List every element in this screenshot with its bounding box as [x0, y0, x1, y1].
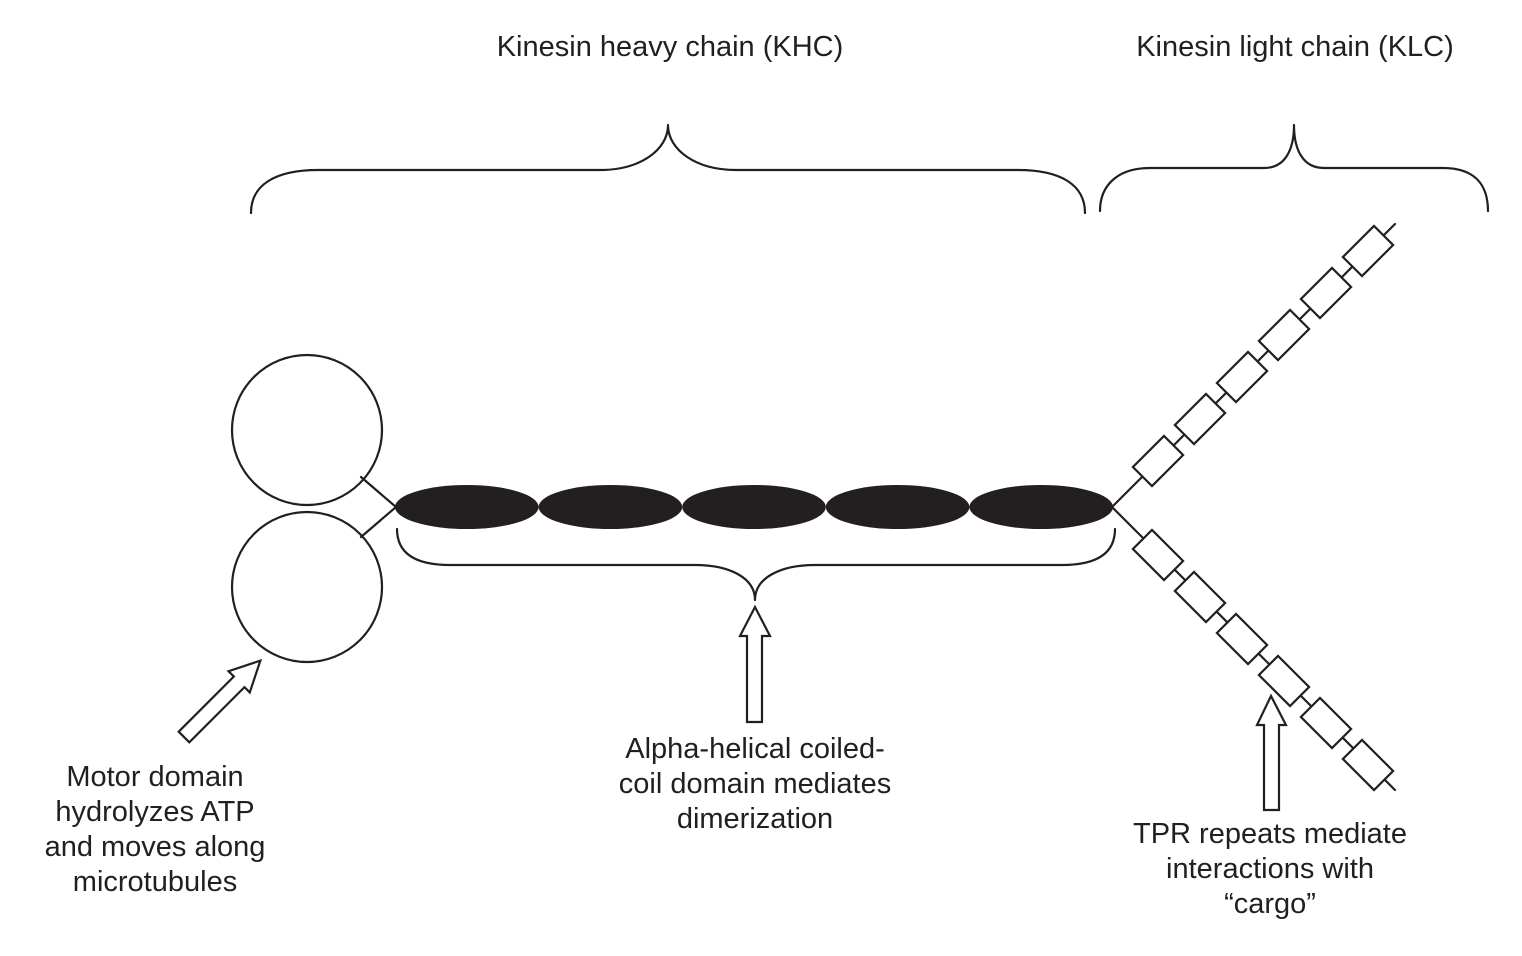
coiled-coil-domain — [395, 485, 1113, 529]
coiled-coil-segment — [682, 485, 826, 529]
tpr-repeat-lower — [1131, 528, 1185, 582]
annotation-line: and moves along — [44, 831, 266, 863]
coiled-coil-segment — [395, 485, 539, 529]
light-chain-title: Kinesin light chain (KLC) — [1136, 31, 1454, 63]
tpr-repeat-upper — [1257, 308, 1311, 362]
motor-head-lower — [230, 510, 384, 664]
tpr-repeat-upper — [1131, 434, 1185, 488]
tpr-repeat-upper — [1341, 224, 1395, 278]
tpr-repeat-lower — [1215, 612, 1269, 666]
tpr-repeat-upper — [1299, 266, 1353, 320]
coiled-coil-annotation: Alpha-helical coiled- coil domain mediat… — [580, 732, 930, 837]
tpr-repeat-upper — [1173, 392, 1227, 446]
klc-brace — [1098, 123, 1490, 213]
coiled-coil-segment — [825, 485, 970, 529]
tpr-repeat-lower — [1341, 738, 1395, 792]
annotation-line: dimerization — [676, 803, 834, 835]
coiled-coil-brace — [395, 527, 1117, 602]
tpr-repeat-lower — [1173, 570, 1227, 624]
motor-arrow-icon — [177, 658, 263, 744]
khc-brace — [249, 123, 1087, 215]
heavy-chain-title: Kinesin heavy chain (KHC) — [496, 31, 844, 63]
annotation-line: microtubules — [72, 866, 238, 898]
tpr-repeats — [1131, 224, 1395, 792]
annotation-line: coil domain mediates — [618, 768, 892, 800]
annotation-line: “cargo” — [1224, 888, 1316, 920]
tpr-repeat-upper — [1215, 350, 1269, 404]
annotation-line: Alpha-helical coiled- — [625, 733, 885, 765]
coiled-coil-segment — [969, 485, 1113, 529]
annotation-line: interactions with — [1166, 853, 1374, 885]
tpr-repeat-lower — [1257, 654, 1311, 708]
annotation-line: Motor domain — [66, 761, 244, 793]
motor-domain-annotation: Motor domain hydrolyzes ATP and moves al… — [10, 760, 300, 900]
annotation-line: hydrolyzes ATP — [55, 796, 255, 828]
coiled-coil-segment — [538, 485, 683, 529]
tpr-arrow-icon — [1255, 693, 1288, 812]
motor-head-upper — [230, 353, 384, 507]
neck-linker-lower — [359, 505, 398, 539]
tpr-annotation: TPR repeats mediate interactions with “c… — [1095, 817, 1445, 922]
coiled-coil-arrow-icon — [738, 604, 772, 724]
tpr-repeat-lower — [1299, 696, 1353, 750]
neck-linker-upper — [359, 475, 398, 509]
annotation-line: TPR repeats mediate — [1132, 818, 1407, 850]
